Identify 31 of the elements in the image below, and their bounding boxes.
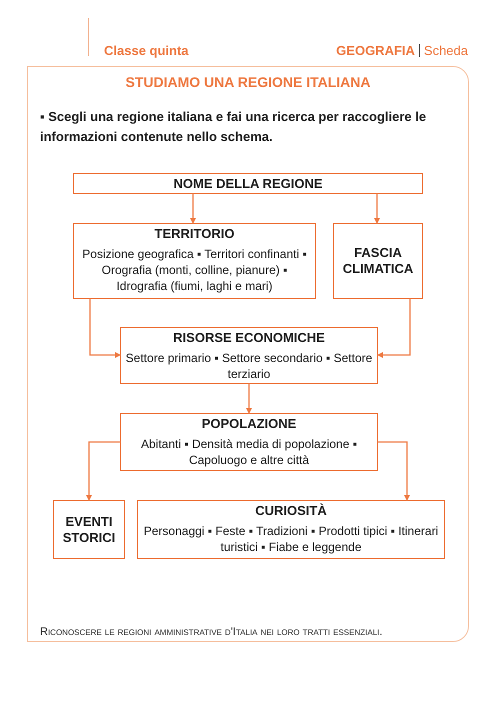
box-text: Personaggi ▪ Feste ▪ Tradizioni ▪ Prodotti tipici ▪ Itinerari turistici ▪ Fiabe e leggende	[142, 523, 440, 555]
subject-label: GEOGRAFIA	[336, 42, 415, 60]
arrow	[374, 194, 380, 224]
concept-box	[137, 500, 445, 559]
box-heading: EVENTI STORICI	[62, 514, 116, 546]
concept-box	[120, 327, 378, 384]
box-heading: POPOLAZIONE	[202, 416, 296, 432]
box-text: Posizione geografica ▪ Territori confinanti ▪ Orografia (monti, colline, pianure) ▪ Idrografia (fiumi, laghi e mari)	[81, 246, 308, 294]
box-text: Abitanti ▪ Densità media di popolazione ▪ Capoluogo e altre città	[140, 436, 358, 468]
box-heading: TERRITORIO	[154, 226, 234, 242]
concept-box	[73, 223, 316, 299]
box-heading: CURIOSITÀ	[255, 503, 327, 519]
box-text: Settore primario ▪ Settore secondario ▪ Settore terziario	[125, 350, 373, 382]
arrow	[89, 299, 121, 358]
instruction-text: ▪ Scegli una regione italiana e fai una ricerca per raccogliere le informazioni contenute nello schema.	[40, 108, 428, 146]
concept-box	[333, 223, 423, 299]
objective-caption: Riconoscere le regioni amministrative d'Italia nei loro tratti essenziali.	[40, 625, 384, 640]
concept-box	[53, 500, 125, 559]
arrow	[246, 384, 252, 414]
title: STUDIAMO UNA REGIONE ITALIANA	[124, 73, 372, 92]
concept-box	[120, 413, 378, 471]
arrow	[190, 194, 196, 224]
sheet-label: Scheda	[424, 42, 468, 60]
arrow	[86, 441, 120, 501]
arrow	[378, 441, 410, 501]
box-heading: NOME DELLA REGIONE	[173, 176, 323, 192]
box-heading: FASCIA CLIMATICA	[342, 245, 414, 277]
arrow	[377, 299, 411, 358]
box-heading: RISORSE ECONOMICHE	[173, 330, 325, 346]
concept-box	[73, 173, 423, 194]
grade-label: Classe quinta	[104, 42, 189, 60]
